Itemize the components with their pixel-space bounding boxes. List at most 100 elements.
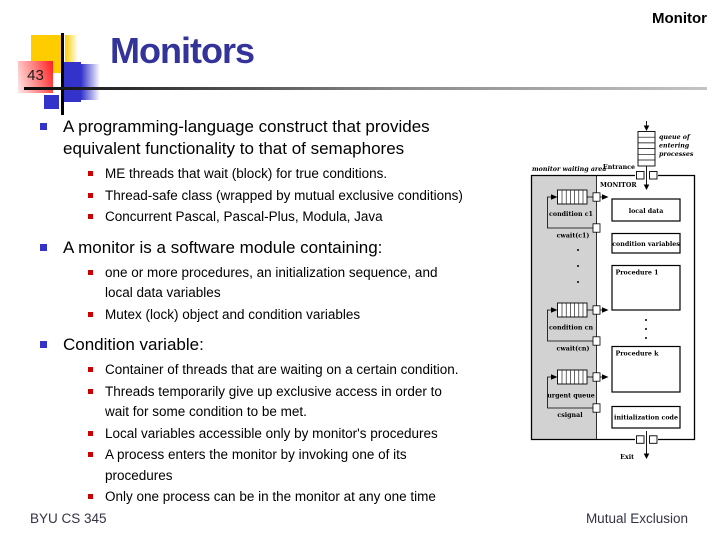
header-context-label: Monitor: [652, 10, 707, 27]
decoration-blue-square: [64, 62, 81, 102]
main-bullet-text: Condition variable:: [63, 335, 204, 354]
sub-bullet-text: Local variables accessible only by monit…: [105, 425, 438, 441]
red-bullet-square-icon: [88, 494, 93, 499]
condition-variables-box: condition variables: [611, 232, 681, 254]
entrance-gate: [636, 166, 658, 190]
monitor-label: MONITOR: [600, 182, 637, 189]
cwait-cn-label: cwait(cn): [556, 346, 589, 353]
exit-label: Exit: [620, 454, 634, 461]
main-bullet-text: A programming-language construct that pr…: [63, 117, 430, 158]
right-arrow-icon: [602, 194, 609, 200]
red-bullet-square-icon: [88, 367, 93, 372]
red-bullet-square-icon: [88, 214, 93, 219]
sub-bullet-list: one or more procedures, an initializatio…: [88, 263, 538, 326]
local-data-label: local data: [629, 208, 664, 215]
monitor-structure-diagram: queue of entering processes Entrance mon…: [530, 121, 696, 461]
condition-c1-queue: condition c1 cwait(c1): [547, 189, 609, 240]
sub-bullet-text: Only one process can be in the monitor a…: [105, 489, 436, 504]
red-bullet-square-icon: [88, 452, 93, 457]
main-bullet: A programming-language construct that pr…: [38, 116, 538, 160]
sub-bullet-text: Thread-safe class (wrapped by mutual exc…: [105, 187, 463, 203]
sub-bullet-text: one or more procedures, an initializatio…: [105, 264, 438, 301]
local-data-box: local data: [611, 198, 681, 222]
ellipsis-dot: [645, 319, 647, 321]
bullet-block: A programming-language construct that pr…: [38, 116, 538, 228]
right-arrow-icon: [551, 374, 558, 380]
red-bullet-square-icon: [88, 171, 93, 176]
page-title: Monitors: [110, 30, 255, 71]
bullet-block: Condition variable: Container of threads…: [38, 334, 538, 508]
main-bullet: A monitor is a software module containin…: [38, 237, 538, 259]
ellipsis-dot: [645, 328, 647, 330]
initialization-code-label: initialization code: [614, 415, 678, 422]
condition-cn-queue: condition cn cwait(cn): [547, 302, 609, 353]
procedure-1-label: Procedure 1: [616, 270, 659, 277]
sub-bullet: Only one process can be in the monitor a…: [88, 487, 538, 508]
blue-bullet-square-icon: [40, 243, 47, 251]
ellipsis-dot: [645, 337, 647, 339]
sub-bullet: one or more procedures, an initializatio…: [88, 263, 538, 304]
red-bullet-square-icon: [88, 269, 93, 275]
sub-bullet-text: ME threads that wait (block) for true co…: [105, 166, 388, 181]
entering-queue-label-line3: processes: [659, 151, 694, 158]
red-bullet-square-icon: [88, 388, 93, 394]
cwait-c1-label: cwait(c1): [557, 233, 590, 240]
sub-bullet: Concurrent Pascal, Pascal-Plus, Modula, …: [88, 207, 538, 228]
monitor-box-border: [530, 174, 696, 441]
ellipsis-dot: [577, 281, 579, 283]
entering-processes-queue: queue of entering processes: [637, 121, 694, 167]
right-arrow-icon: [602, 307, 609, 313]
sub-bullet: A process enters the monitor by invoking…: [88, 445, 538, 486]
sub-bullet: Thread-safe class (wrapped by mutual exc…: [88, 186, 538, 207]
condition-cn-label: condition cn: [549, 325, 594, 332]
entering-queue-label-line1: queue of: [659, 134, 691, 141]
procedure-k-label: Procedure k: [616, 351, 660, 358]
decoration-blue-small-square: [44, 95, 59, 109]
sub-bullet: ME threads that wait (block) for true co…: [88, 164, 538, 185]
ellipsis-dot: [577, 249, 579, 251]
main-bullet: Condition variable:: [38, 334, 538, 356]
procedure-1-box: Procedure 1: [611, 264, 681, 311]
urgent-queue: urgent queue csignal: [547, 369, 609, 419]
blue-bullet-square-icon: [40, 123, 47, 130]
down-arrow-icon: [643, 453, 650, 459]
entering-queue-label-line2: entering: [659, 143, 690, 150]
ellipsis-dot: [577, 265, 579, 267]
right-arrow-icon: [551, 307, 558, 313]
sub-bullet: Container of threads that are waiting on…: [88, 360, 538, 381]
procedure-k-box: Procedure k: [611, 345, 681, 393]
decoration-vertical-line: [61, 33, 64, 115]
footer-course-label: BYU CS 345: [30, 511, 107, 526]
entrance-label: Entrance: [603, 164, 635, 171]
main-bullet-text: A monitor is a software module containin…: [63, 237, 383, 257]
page-number: 43: [27, 67, 44, 84]
sub-bullet-list: ME threads that wait (block) for true co…: [88, 164, 538, 228]
sub-bullet-text: Container of threads that are waiting on…: [105, 362, 459, 377]
red-bullet-square-icon: [88, 192, 93, 198]
title-rule: [24, 87, 707, 90]
sub-bullet-list: Container of threads that are waiting on…: [88, 360, 538, 508]
bullet-block: A monitor is a software module containin…: [38, 237, 538, 326]
sub-bullet-text: A process enters the monitor by invoking…: [105, 447, 407, 483]
down-arrow-icon: [643, 125, 650, 131]
red-bullet-square-icon: [88, 311, 93, 317]
down-arrow-icon: [643, 184, 650, 190]
urgent-queue-label: urgent queue: [547, 393, 595, 400]
decoration-yellow-fade: [65, 35, 78, 68]
waiting-area-label: monitor waiting area: [532, 166, 606, 173]
condition-c1-label: condition c1: [549, 211, 593, 218]
csignal-label: csignal: [557, 412, 583, 419]
sub-bullet: Local variables accessible only by monit…: [88, 424, 538, 445]
blue-bullet-square-icon: [40, 341, 47, 348]
condition-variables-label: condition variables: [612, 241, 680, 248]
exit-gate: Exit: [620, 431, 658, 461]
initialization-code-box: initialization code: [611, 405, 681, 429]
sub-bullet-text: Mutex (lock) object and condition variab…: [105, 306, 361, 322]
footer-topic-label: Mutual Exclusion: [585, 511, 688, 526]
bullet-list: A programming-language construct that pr…: [38, 116, 538, 508]
red-bullet-square-icon: [88, 430, 93, 436]
sub-bullet: Threads temporarily give up exclusive ac…: [88, 382, 538, 423]
sub-bullet-text: Threads temporarily give up exclusive ac…: [105, 383, 442, 420]
sub-bullet-text: Concurrent Pascal, Pascal-Plus, Modula, …: [105, 209, 383, 224]
